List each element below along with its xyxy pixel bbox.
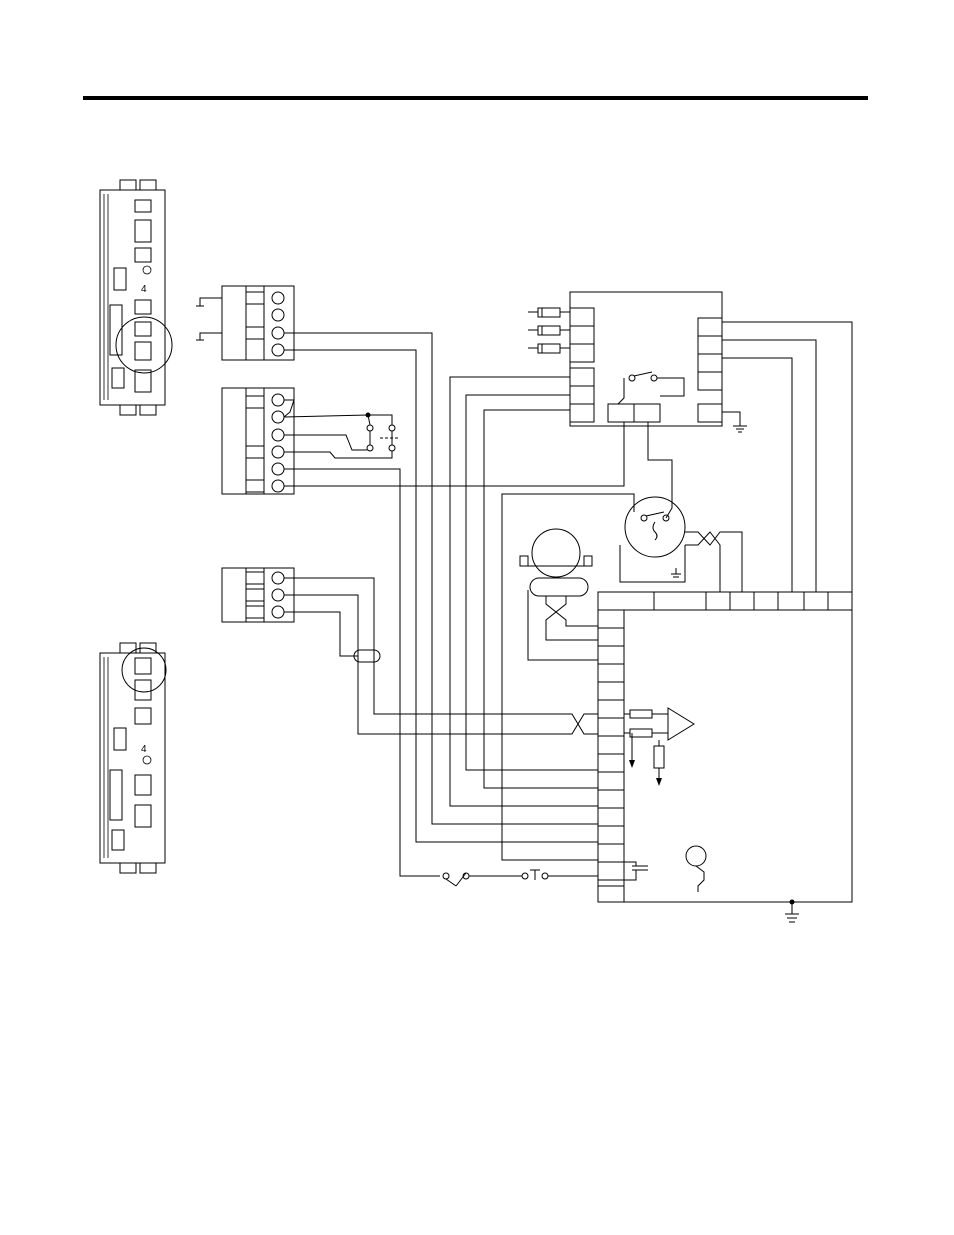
fuse-icon bbox=[443, 873, 469, 886]
drive-top: 4 bbox=[100, 180, 172, 415]
pressure-switch-icon bbox=[522, 870, 548, 880]
ground-icon bbox=[785, 900, 799, 923]
switch-icon bbox=[284, 413, 400, 459]
ground-icon bbox=[722, 412, 747, 432]
control-module bbox=[570, 292, 722, 426]
drive-bottom: 4 bbox=[100, 643, 166, 873]
resistor-icon bbox=[528, 308, 570, 353]
thermostat-icon bbox=[620, 422, 685, 582]
svg-text:4: 4 bbox=[141, 744, 147, 755]
terminal-block bbox=[598, 592, 852, 902]
motor-icon bbox=[520, 529, 598, 660]
connector-lower-left bbox=[222, 568, 294, 622]
svg-text:4: 4 bbox=[141, 284, 147, 295]
connector-upper-left bbox=[196, 286, 294, 360]
connector-middle-left bbox=[222, 388, 294, 494]
